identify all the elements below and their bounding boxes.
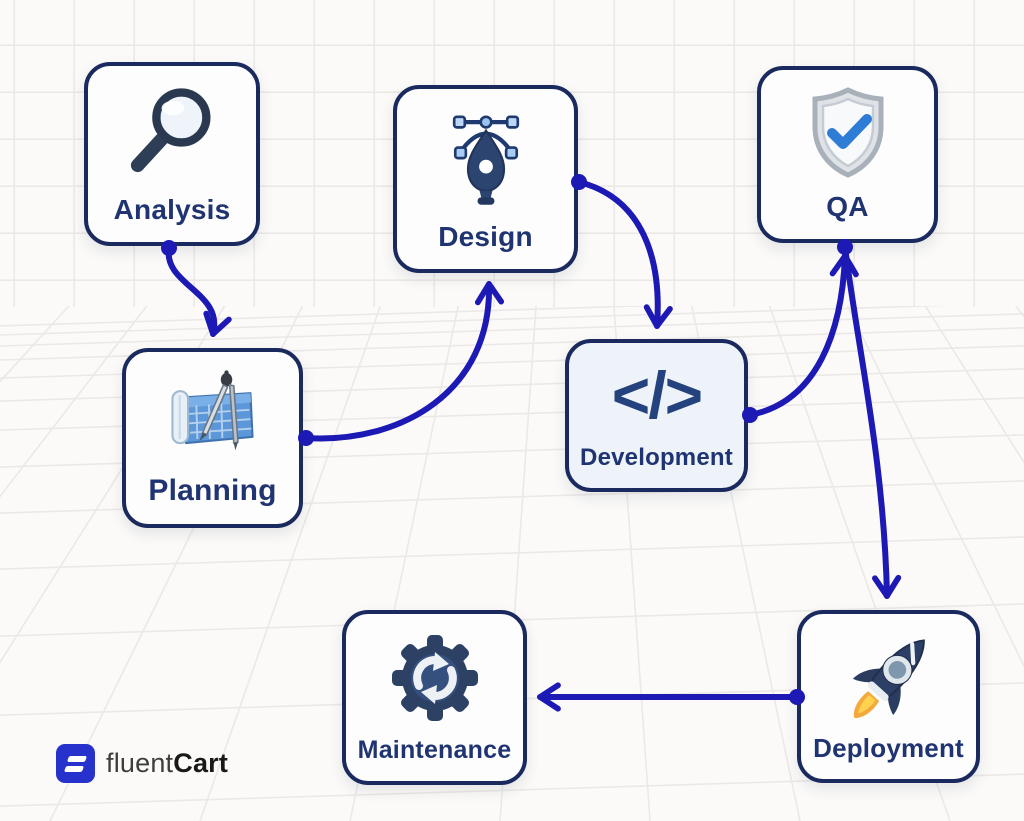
edge-planning-design <box>303 281 505 442</box>
edge-analysis-planning <box>165 245 232 337</box>
node-analysis: Analysis <box>84 62 260 246</box>
fluentcart-logo: fluentCart <box>56 744 228 783</box>
fluentcart-logo-icon <box>56 744 95 783</box>
magnifying-glass-icon <box>88 66 256 196</box>
node-label: Analysis <box>113 194 231 225</box>
rocket-icon <box>801 614 976 735</box>
node-label: Planning <box>148 474 277 507</box>
node-label: QA <box>826 191 869 222</box>
fluentcart-logo-text: fluentCart <box>106 750 228 777</box>
node-qa: QA <box>757 66 938 243</box>
node-label: Deployment <box>813 733 964 763</box>
edge-qa-deployment <box>842 244 902 599</box>
gear-refresh-icon <box>346 614 523 738</box>
shield-check-icon <box>761 70 934 193</box>
node-label: Maintenance <box>357 736 512 764</box>
node-planning: Planning <box>122 348 303 528</box>
node-label: Design <box>438 221 533 252</box>
node-label: Development <box>580 444 733 471</box>
edge-development-qa <box>747 253 859 418</box>
blueprint-compass-icon <box>126 352 299 476</box>
node-development: </> Development <box>565 339 748 492</box>
edge-design-development <box>576 179 673 329</box>
code-glyph: </> <box>611 357 703 432</box>
logo-text-regular: fluent <box>106 748 174 778</box>
node-maintenance: Maintenance <box>342 610 527 785</box>
logo-text-bold: Cart <box>173 748 229 778</box>
node-design: Design <box>393 85 578 273</box>
pen-tool-icon <box>397 89 574 223</box>
node-deployment: Deployment <box>797 610 980 783</box>
code-icon: </> <box>569 343 744 446</box>
